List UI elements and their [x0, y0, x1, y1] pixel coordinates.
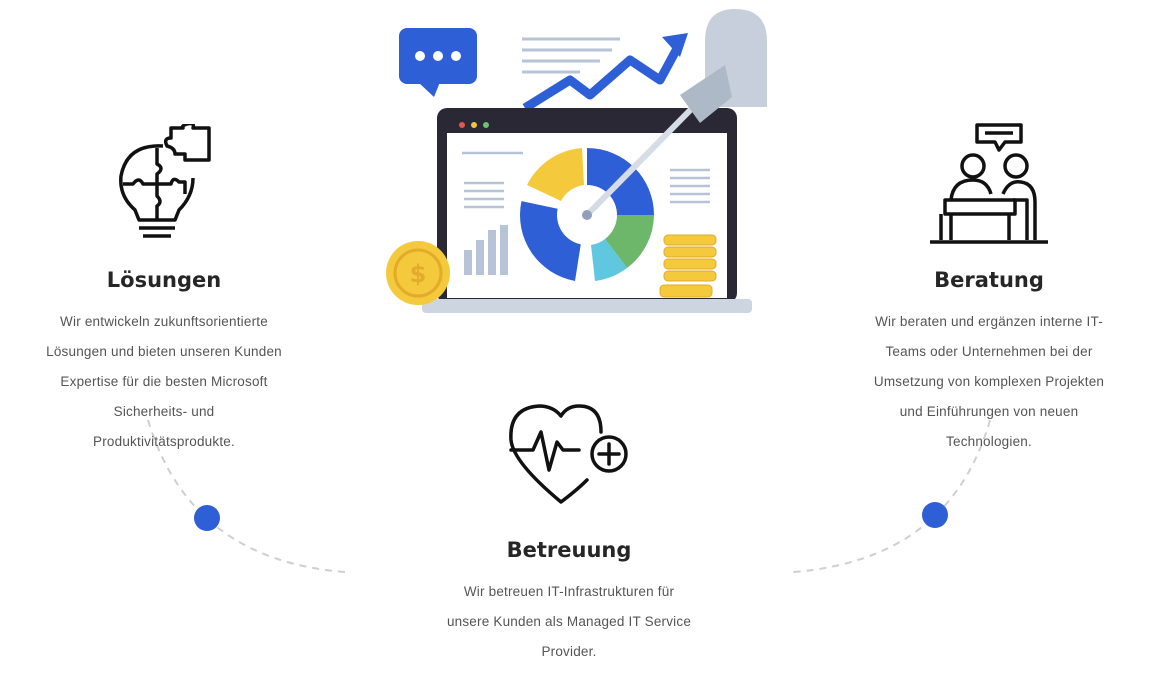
service-text-beratung: Wir beraten und ergänzen interne IT- Tea…	[873, 314, 1105, 449]
service-title-loesungen: Lösungen	[106, 268, 222, 292]
service-text-loesungen: Wir entwickeln zukunftsorientierte Lösun…	[46, 314, 282, 449]
service-text-betreuung: Wir betreuen IT-Infrastrukturen für unse…	[446, 584, 692, 659]
coin-symbol: $	[410, 260, 427, 288]
lightbulb-puzzle-icon	[119, 124, 211, 238]
timeline-dot-right	[922, 502, 948, 528]
dollar-coin-icon: $	[386, 241, 450, 305]
chat-bubble-icon	[399, 28, 477, 97]
service-title-betreuung: Betreuung	[506, 538, 632, 562]
laptop-analytics-illustration: $	[386, 9, 767, 313]
timeline-dot-left	[194, 505, 220, 531]
heart-pulse-plus-icon	[509, 404, 628, 504]
service-title-beratung: Beratung	[934, 268, 1044, 292]
consulting-people-desk-icon	[930, 123, 1048, 244]
